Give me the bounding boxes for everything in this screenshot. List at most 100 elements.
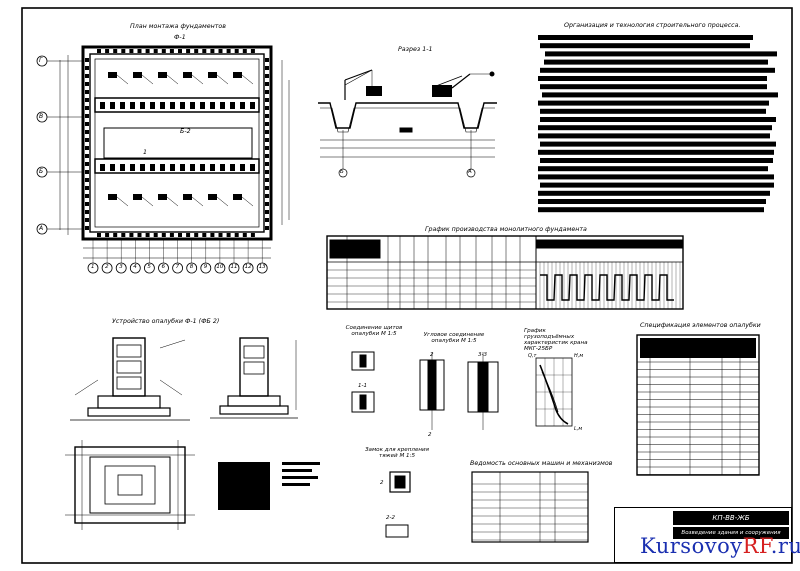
plan-pad [183,194,192,200]
corner-joint-title: Угловое соединение опалубки М 1:5 [423,332,485,344]
plan-pad [85,122,89,126]
axis-number-label: 12 [244,264,252,270]
plan-pad [137,233,142,237]
plan-pad [133,72,142,78]
plan-leader [191,196,204,207]
plan-pad [265,218,269,222]
plan-pad [105,49,110,53]
plan-pad [161,233,166,237]
plan-pad [97,49,101,53]
crane-graph [535,357,573,427]
plan-pad [265,226,269,230]
cut-mark-2-bottom: 2 [428,432,432,438]
plan-pad [226,49,231,53]
section-title: Разрез 1-1 [398,46,433,53]
plan-pad [169,233,174,237]
formwork-drawings [65,337,320,530]
org-text-line [538,207,764,213]
plan-pad [85,66,89,70]
plan-pad [208,72,217,78]
machines-title: Ведомость основных машин и механизмов [470,460,613,467]
plan-pad [210,49,215,53]
plan-pad [85,114,89,118]
plan-pad [85,82,89,86]
axis-letter-g: Г [39,57,43,64]
plan-leader [241,74,254,85]
plan-beam-pad [140,102,145,109]
org-text-line [540,141,776,147]
plan-pad [158,72,167,78]
plan-beam-pad [120,102,125,109]
lock-title: Замок для крепления тяжей М 1:5 [364,447,430,459]
machines-table [471,471,589,543]
schedule-title: График производства монолитного фундамен… [425,226,587,233]
org-text-line [540,117,776,122]
plan-beam-pad [190,102,195,109]
org-text-line [540,108,766,114]
plan-beam-pad [180,102,185,109]
plan-leader [166,74,179,85]
plan-beam-pad [100,102,105,109]
plan-beam-pad [230,102,235,109]
org-text-line [538,166,768,172]
plan-pad [158,194,167,200]
org-text-line [540,182,774,188]
plan-leader [216,196,229,207]
title-block-name: Возведение здания и сооружения [673,527,789,539]
title-block: КП-ВВ-ЖБ Возведение здания и сооружения [614,507,792,563]
org-title: Организация и технология строительного п… [564,22,741,29]
spec-title: Спецификация элементов опалубки [640,322,761,329]
org-text-line [538,199,766,204]
axis-number-label: 1 [91,264,95,270]
plan-pad [85,194,89,198]
org-text-line [538,149,774,155]
plan-pad [202,49,207,53]
org-text-line [542,92,778,98]
plan-pad [105,233,110,237]
plan-section-mark: 1 [143,149,148,156]
crane-axis-l: L,м [574,426,583,432]
plan-pad [233,194,242,200]
watermark-part-2: RF [742,534,771,558]
org-text-line [538,76,767,81]
axis-letter-v: В [39,113,44,120]
plan-pad [265,202,269,206]
joint-details [351,351,499,538]
plan-beam-pad [250,164,255,171]
plan-pad [85,170,89,174]
plan-pad [85,202,89,206]
plan-pad [194,233,199,237]
plan-pad [265,98,269,102]
org-text-line [540,67,775,73]
plan-pad [265,66,269,70]
plan-pad [178,49,182,53]
crane-graph-title: График грузоподъёмных характеристик кран… [524,328,588,352]
plan-pad [121,233,126,237]
axis-number-label: 10 [216,264,224,270]
plan-beam-pad [210,102,215,109]
formwork-title: Устройство опалубки Ф-1 (ФБ 2) [112,318,220,325]
plan-pad [108,72,117,78]
plan-pad [265,114,269,118]
plan-pad [85,130,89,134]
plan-pad [218,49,223,53]
plan-beam-pad [200,102,205,109]
plan-pad [265,130,269,134]
plan-pad [113,233,118,237]
plan-beam-pad [110,102,115,109]
plan-pad [208,194,217,200]
plan-axis-numbers [87,239,268,274]
plan-beam-pad [220,102,225,109]
plan-pad [265,106,269,110]
axis-number-label: 5 [147,264,151,270]
section-axis-b: Б [340,169,344,175]
plan-beam-pad [160,102,165,109]
plan-pad [129,49,134,53]
section-1-1 [318,69,497,178]
org-text-line [538,35,753,40]
cut-label-2-2: 2-2 [386,515,395,521]
plan-beam-pad [110,164,115,171]
plan-pad [129,233,134,237]
plan-pad [85,218,89,222]
